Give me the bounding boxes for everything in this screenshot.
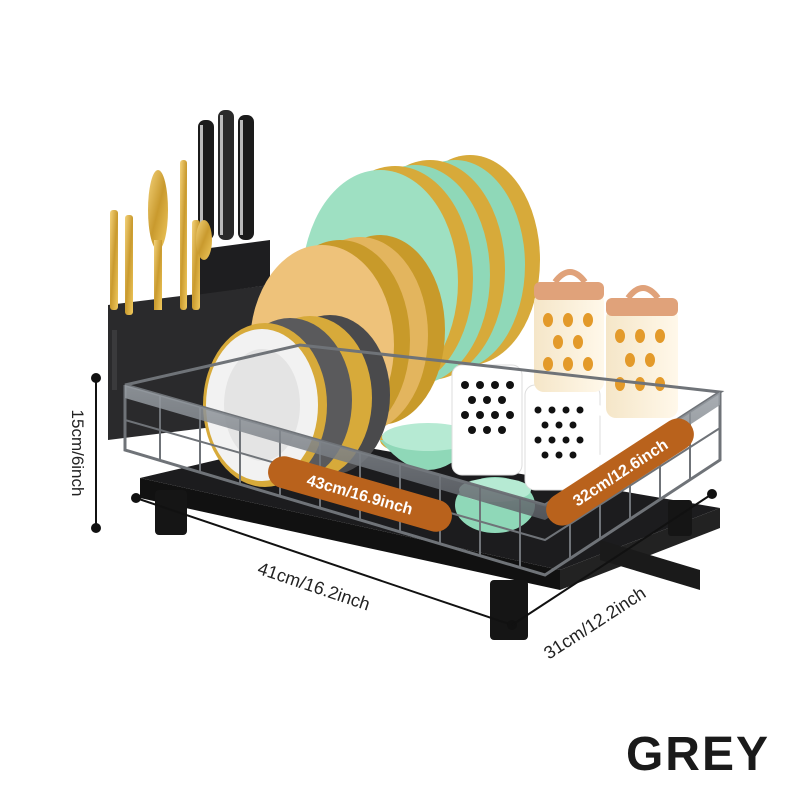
tray-foot [155,490,187,535]
color-name-label: GREY [625,728,770,781]
tray-foot [490,580,528,640]
height-label: 15cm/6inch [68,410,87,497]
knives [198,110,254,240]
gold-cutlery [110,160,212,315]
dimension-height: 15cm/6inch [68,373,101,533]
drain-spout [600,540,700,590]
tray-foot [668,500,692,536]
base-length-label: 41cm/16.2inch [255,558,372,614]
jars [534,269,678,418]
mugs [451,364,624,491]
